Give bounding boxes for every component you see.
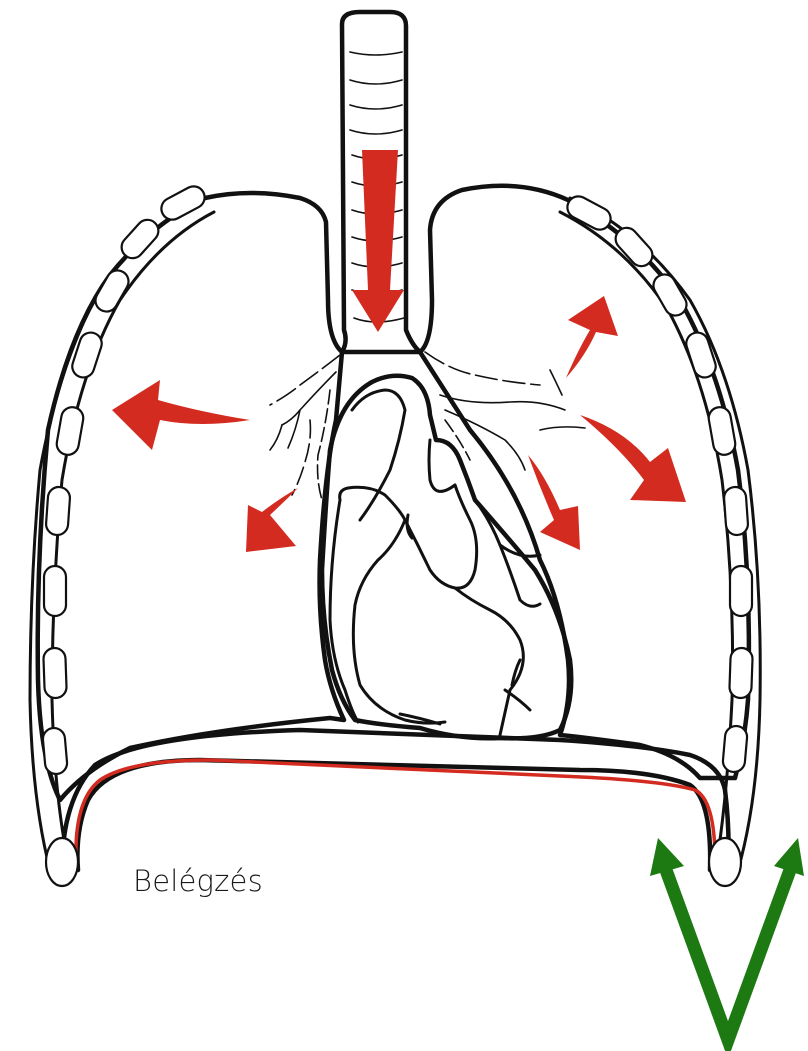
caption-label: Belégzés [133,864,263,898]
green-arrowhead-left [650,838,684,876]
diaphragm [62,730,729,870]
diaphragm-movement-arrow [666,870,790,1040]
red-arrow-trachea [352,150,404,332]
right-bronchi [425,352,585,470]
red-arrow-left-lower [246,488,298,552]
red-arrow-right-upper [566,296,618,378]
left-rib-cage [30,182,214,886]
diaphragm-red-line [76,760,715,862]
heart [322,376,571,739]
red-arrow-left-upper [112,380,250,450]
left-lung [38,193,344,800]
red-arrow-right-lower [528,455,580,550]
red-arrow-right-middle [580,415,686,502]
green-arrowhead-right [774,838,804,876]
